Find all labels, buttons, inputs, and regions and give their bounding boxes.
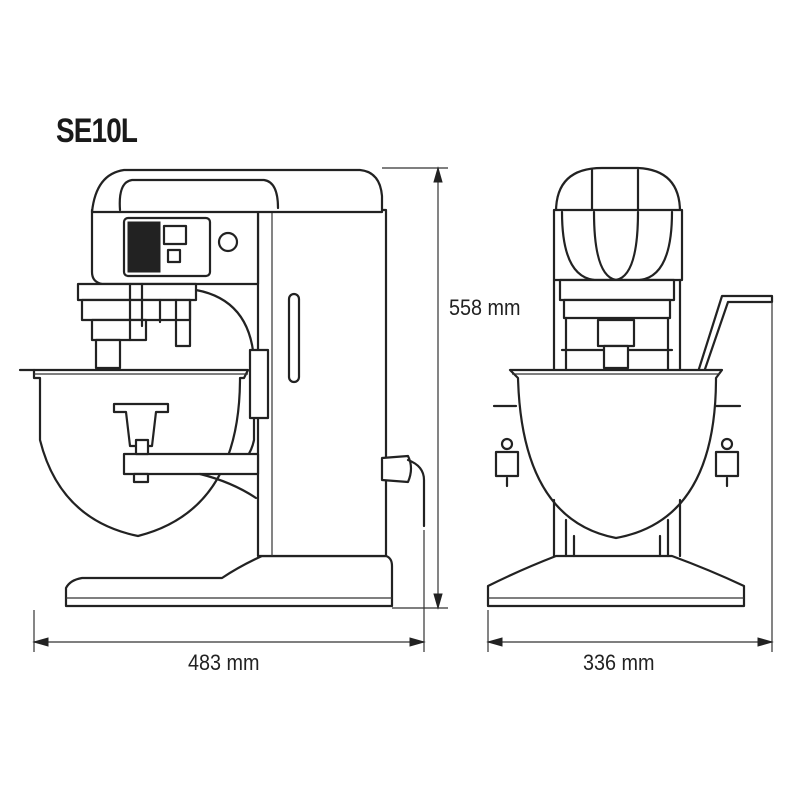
front-beater-shaft xyxy=(604,346,628,368)
side-base xyxy=(66,556,392,606)
planetary-gear xyxy=(82,300,190,320)
beater-head xyxy=(114,404,168,446)
planetary-housing xyxy=(78,284,196,300)
dimension-lines xyxy=(34,168,772,652)
clamp-screw-left xyxy=(502,439,512,449)
bowl-handle xyxy=(698,296,772,372)
attachment-hub xyxy=(382,456,411,482)
control-panel-dark xyxy=(128,222,160,272)
head-top-contour xyxy=(120,180,278,210)
control-button xyxy=(168,250,180,262)
front-head-body xyxy=(554,210,682,280)
depth-arrow-left xyxy=(488,638,502,646)
front-head-band xyxy=(560,280,674,300)
front-hub xyxy=(598,320,634,346)
width-arrow-right xyxy=(410,638,424,646)
depth-arrow-right xyxy=(758,638,772,646)
bowl-arm-brace xyxy=(200,474,256,498)
clamp-studs xyxy=(507,478,727,486)
depth-label: 336 mm xyxy=(583,650,655,675)
side-column xyxy=(258,210,386,556)
model-title: SE10L xyxy=(56,112,138,150)
speed-knob xyxy=(219,233,237,251)
width-label: 483 mm xyxy=(188,650,260,675)
bowl-clamp-left xyxy=(496,452,518,476)
front-inner-legs xyxy=(574,536,660,556)
front-column-uprights xyxy=(554,280,680,370)
front-head-plate xyxy=(564,300,670,318)
beater-pin xyxy=(136,440,148,454)
head-cover-ribs xyxy=(592,170,638,212)
display-window xyxy=(164,226,186,244)
guard-bracket xyxy=(250,350,268,418)
front-lower-legs xyxy=(554,500,680,556)
front-head-cover xyxy=(556,168,680,212)
bowl-clamp-right xyxy=(716,452,738,476)
lift-lever-slot xyxy=(289,294,299,382)
power-cord xyxy=(408,460,424,526)
bowl-arm xyxy=(124,454,258,474)
clamp-screw-right xyxy=(722,439,732,449)
hub-details xyxy=(130,284,190,346)
front-base xyxy=(488,556,744,606)
height-arrow-top xyxy=(434,168,442,182)
side-view xyxy=(20,170,424,606)
beater-foot xyxy=(134,474,148,482)
head-top-cover xyxy=(92,170,382,212)
height-label: 558 mm xyxy=(449,295,521,320)
front-bowl xyxy=(510,370,722,538)
beater-shaft xyxy=(96,340,120,368)
hub xyxy=(92,320,146,340)
front-view xyxy=(488,168,772,606)
height-arrow-bottom xyxy=(434,594,442,608)
width-arrow-left xyxy=(34,638,48,646)
